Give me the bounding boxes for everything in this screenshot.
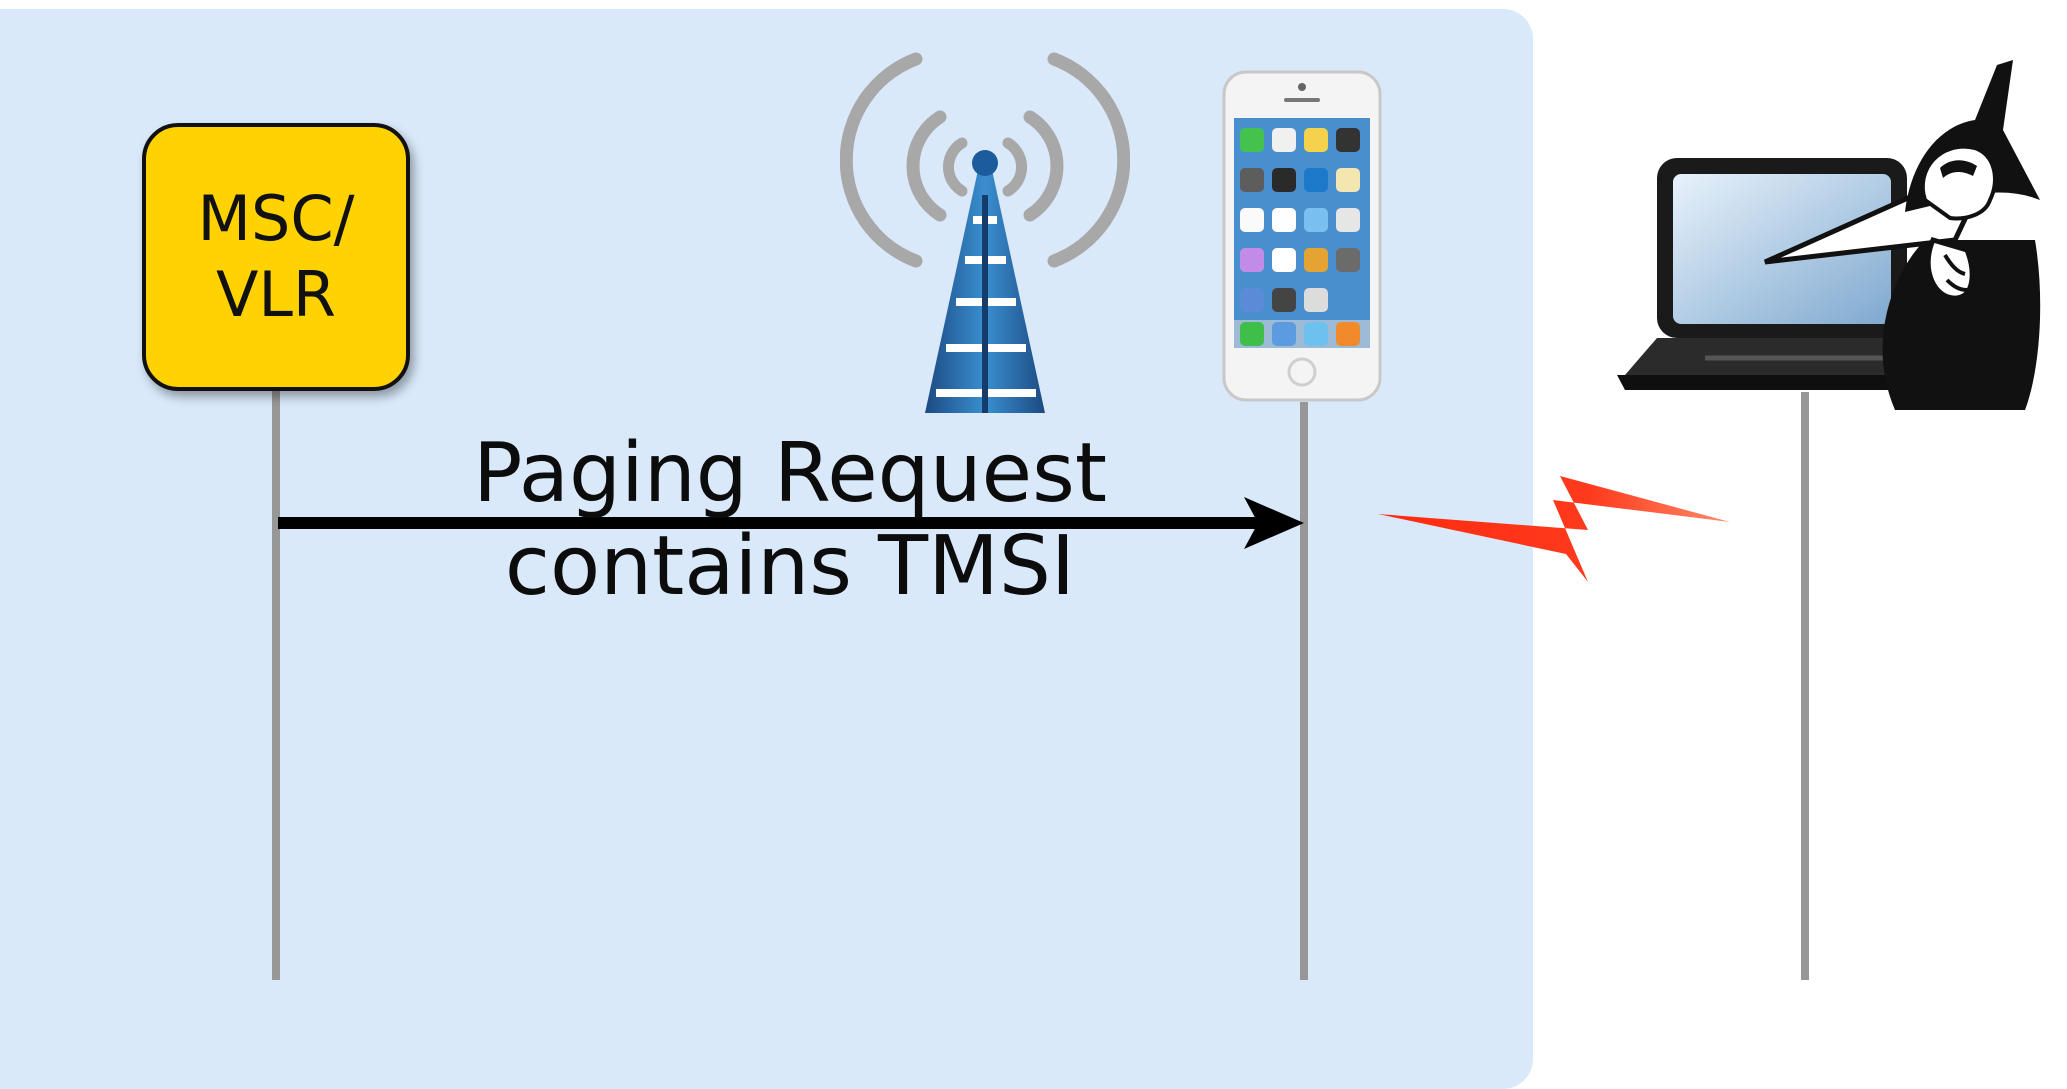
smartphone-icon <box>1222 70 1382 402</box>
cell-tower-icon <box>840 52 1130 413</box>
msc-vlr-label-line1: MSC/ <box>197 182 355 255</box>
phone-lifeline <box>1300 402 1308 980</box>
message-label-line2: contains TMSI <box>504 519 1076 614</box>
msc-vlr-lifeline <box>272 390 280 980</box>
msc-vlr-label-line2: VLR <box>215 258 337 331</box>
paging-request-arrow <box>278 497 1304 549</box>
attacker-lifeline <box>1801 392 1809 980</box>
spy-with-laptop-icon <box>1617 60 2041 410</box>
lightning-bolt-icon <box>1378 476 1730 582</box>
message-label-line1: Paging Request <box>472 426 1108 521</box>
msc-vlr-box: MSC/ VLR <box>142 123 410 391</box>
